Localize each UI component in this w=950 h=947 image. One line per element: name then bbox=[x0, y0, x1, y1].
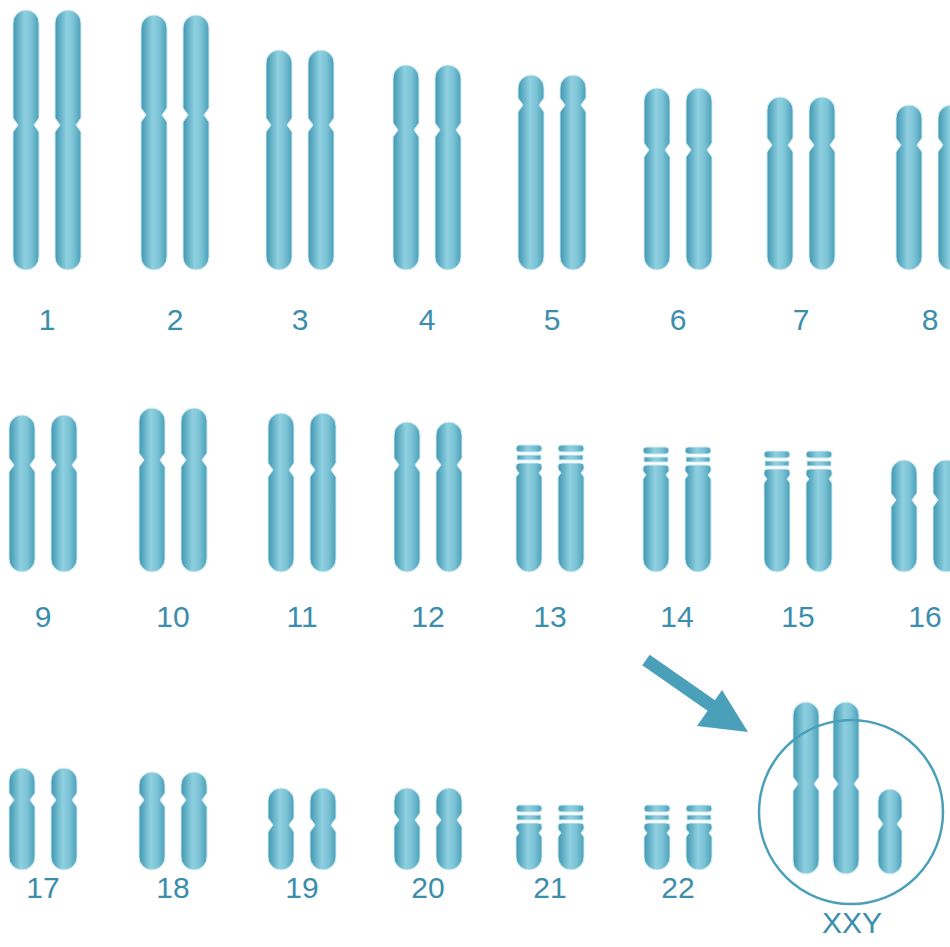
chromosome-number: 1 bbox=[7, 302, 87, 338]
chromosome-number: 15 bbox=[758, 599, 838, 635]
chromosome-number: 11 bbox=[262, 599, 342, 635]
chromosome bbox=[891, 460, 917, 572]
chromosome-number: 2 bbox=[135, 302, 215, 338]
chromosome bbox=[51, 415, 77, 572]
chromosome-number: 13 bbox=[510, 599, 590, 635]
chromosome bbox=[809, 97, 835, 270]
chromosome-number: 17 bbox=[3, 870, 83, 906]
chromosome bbox=[558, 805, 584, 870]
chromosome bbox=[308, 50, 334, 270]
pointer-arrow bbox=[646, 660, 748, 732]
chromosome-number: 22 bbox=[638, 870, 718, 906]
chromosome bbox=[644, 88, 670, 270]
chromosome bbox=[686, 88, 712, 270]
chromosome bbox=[181, 408, 207, 572]
chromosome-number: 4 bbox=[387, 302, 467, 338]
chromosome-number: 7 bbox=[761, 302, 841, 338]
chromosome bbox=[268, 788, 294, 870]
chromosome-number: 18 bbox=[133, 870, 213, 906]
chromosome bbox=[436, 788, 462, 870]
chromosome bbox=[394, 422, 420, 572]
chromosome bbox=[518, 75, 544, 270]
chromosome bbox=[764, 451, 790, 572]
chromosome bbox=[268, 413, 294, 572]
chromosome bbox=[310, 413, 336, 572]
chromosome-number: 5 bbox=[512, 302, 592, 338]
chromosome bbox=[643, 447, 669, 572]
chromosome bbox=[266, 50, 292, 270]
chromosome-number: 9 bbox=[3, 599, 83, 635]
chromosome bbox=[938, 105, 950, 270]
chromosome bbox=[560, 75, 586, 270]
chromosome bbox=[183, 15, 209, 270]
chromosome-number: 6 bbox=[638, 302, 718, 338]
chromosome bbox=[139, 772, 165, 870]
chromosome bbox=[139, 408, 165, 572]
chromosome bbox=[51, 768, 77, 870]
chromosome bbox=[896, 105, 922, 270]
chromosome bbox=[516, 445, 542, 572]
chromosome bbox=[436, 422, 462, 572]
chromosome bbox=[806, 451, 832, 572]
chromosome bbox=[310, 788, 336, 870]
chromosome bbox=[55, 10, 81, 270]
chromosome bbox=[933, 460, 950, 572]
chromosome bbox=[394, 788, 420, 870]
chromosome bbox=[435, 65, 461, 270]
chromosome-number: 19 bbox=[262, 870, 342, 906]
chromosome bbox=[141, 15, 167, 270]
chromosome-number: 12 bbox=[388, 599, 468, 635]
chromosome-number: 21 bbox=[510, 870, 590, 906]
chromosome bbox=[685, 447, 711, 572]
chromosome bbox=[878, 789, 902, 874]
karyotype-text: XXY bbox=[818, 906, 886, 939]
chromosome-number: 10 bbox=[133, 599, 213, 635]
chromosome bbox=[516, 805, 542, 870]
chromosome-number: 14 bbox=[637, 599, 717, 635]
chromosome bbox=[9, 768, 35, 870]
chromosome bbox=[13, 10, 39, 270]
chromosome-number: 3 bbox=[260, 302, 340, 338]
chromosome bbox=[393, 65, 419, 270]
chromosome bbox=[686, 805, 712, 870]
chromosome bbox=[181, 772, 207, 870]
chromosome bbox=[558, 445, 584, 572]
chromosome bbox=[644, 805, 670, 870]
chromosome bbox=[767, 97, 793, 270]
chromosome-number: 16 bbox=[885, 599, 950, 635]
chromosome bbox=[9, 415, 35, 572]
chromosome-number: 20 bbox=[388, 870, 468, 906]
chromosome bbox=[833, 702, 859, 874]
highlight-circle: XXY bbox=[757, 718, 947, 946]
chromosome-number: 8 bbox=[890, 302, 950, 338]
karyotype-label: XXY bbox=[757, 906, 947, 940]
